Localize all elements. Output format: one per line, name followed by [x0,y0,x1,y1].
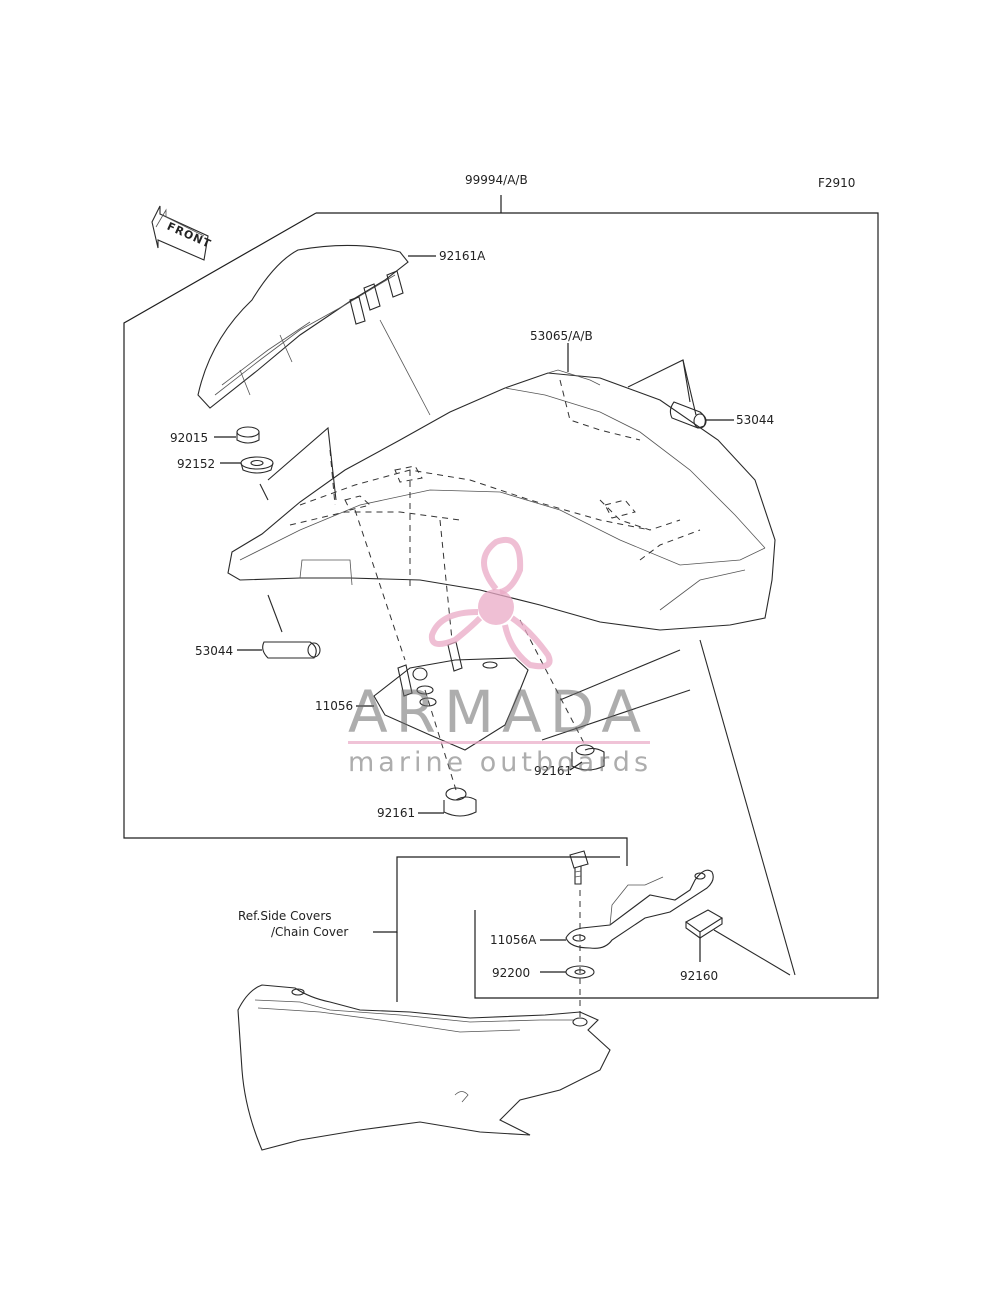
bracket-part [565,869,714,949]
front-arrow-icon: FRONT [151,205,213,261]
damper-right-part [571,744,605,771]
label-pad: 92160 [680,969,718,983]
figure-code: F2910 [818,176,855,190]
label-ref-line2: /Chain Cover [271,925,348,939]
side-cover-reference [237,984,611,1151]
cowl-mount-posts [349,270,404,325]
label-clip-left: 53044 [195,644,233,658]
seat-cover-main [227,369,776,631]
nut-part [236,426,260,444]
label-damper-right: 92161 [534,764,572,778]
label-ref-line1: Ref.Side Covers [238,909,332,923]
seat-cowl-upper [197,244,409,409]
label-plate: 11056 [315,699,353,713]
label-damper-bottom: 92161 [377,806,415,820]
watermark: ARMADA marine outboards [348,537,652,778]
ref-bracket-line [373,856,620,933]
label-nut: 92015 [170,431,208,445]
pad-part [684,909,724,940]
label-seat-cover: 53065/A/B [530,329,593,343]
watermark-divider [348,741,650,744]
label-damper-top: 92161A [439,249,486,263]
assembly-dash-lines [354,470,586,791]
clip-left-part [262,641,321,659]
assembly-boundary [123,195,879,999]
cover-leader-lines [259,319,796,976]
collar-part [240,456,274,474]
label-assembly: 99994/A/B [465,173,528,187]
damper-bottom-part [443,787,477,817]
propeller-logo-icon [428,537,553,670]
label-bolt-bracket: 11056A [490,933,537,947]
label-washer: 92200 [492,966,530,980]
seat-cover-hidden-lines [289,379,701,561]
watermark-brand: ARMADA [348,678,649,746]
clip-right-part [669,401,707,429]
label-clip-right: 53044 [736,413,774,427]
label-collar: 92152 [177,457,215,471]
watermark-tagline: marine outboards [348,747,652,778]
bolt-part [569,850,589,885]
